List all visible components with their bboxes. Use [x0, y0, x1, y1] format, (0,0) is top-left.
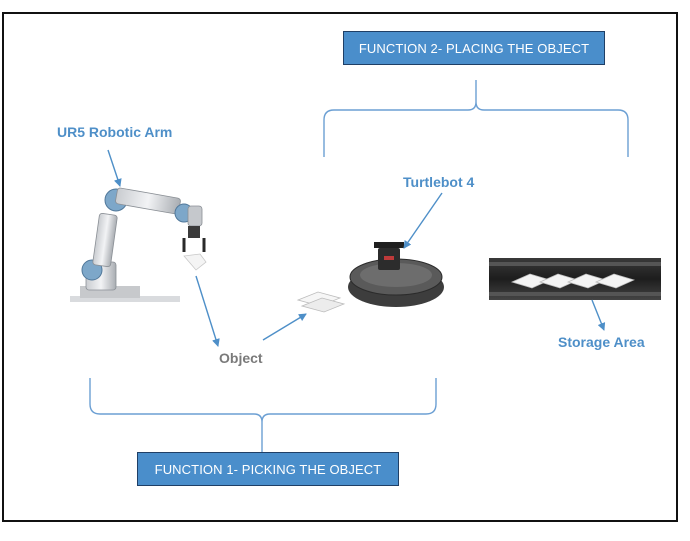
function1-box: FUNCTION 1- PICKING THE OBJECT	[137, 452, 399, 486]
turtlebot-image	[348, 242, 444, 307]
function1-label: FUNCTION 1- PICKING THE OBJECT	[154, 461, 382, 477]
arrow-turtlebot-label	[403, 192, 443, 249]
arrow-storage-label	[591, 299, 606, 331]
ur5-label: UR5 Robotic Arm	[57, 124, 173, 140]
object-image	[296, 291, 346, 313]
storage-label: Storage Area	[558, 334, 645, 350]
function2-box: FUNCTION 2- PLACING THE OBJECT	[343, 31, 605, 65]
object-label: Object	[219, 350, 263, 366]
turtlebot-label: Turtlebot 4	[403, 174, 475, 190]
arrow-ur5-label	[107, 149, 122, 187]
arrow-gripper-object	[195, 275, 220, 347]
function1-bracket	[89, 378, 437, 452]
arrow-object-packages	[262, 313, 307, 341]
function2-label: FUNCTION 2- PLACING THE OBJECT	[358, 40, 590, 56]
storage-area-image	[489, 258, 661, 300]
ur5-arm-image	[70, 187, 207, 302]
diagram-frame	[2, 12, 678, 522]
function2-bracket	[323, 80, 629, 157]
